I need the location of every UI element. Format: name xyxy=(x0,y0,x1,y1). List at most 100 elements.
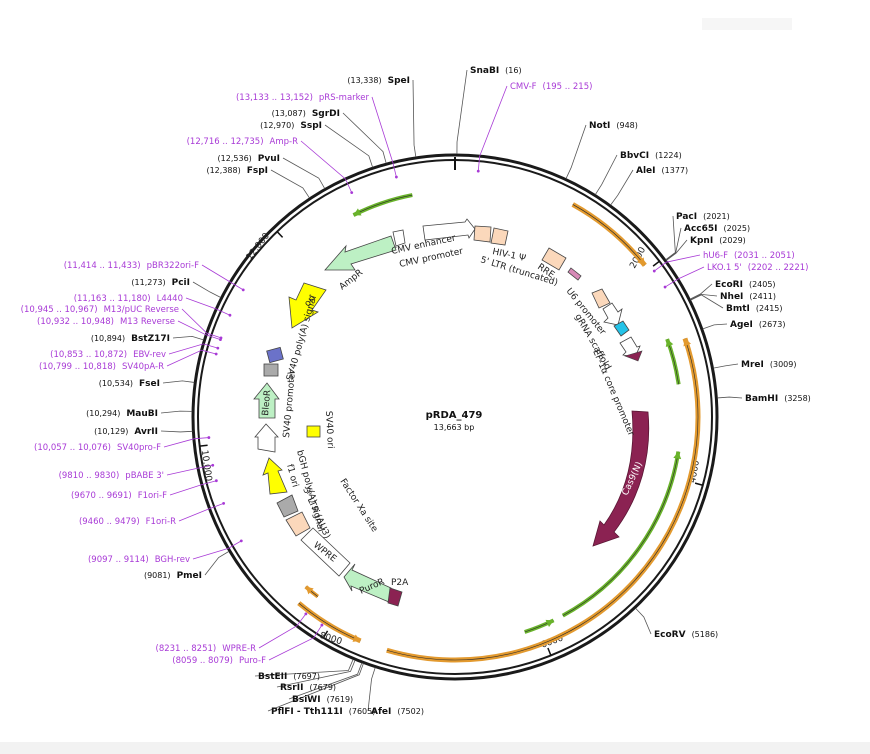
site-label-bbvci: BbvCI(1224) xyxy=(620,151,682,161)
primer-range-amp-r: (12,716 .. 12,735) xyxy=(187,137,264,147)
primer-name-sv40pro-f: SV40pro-F xyxy=(117,443,161,453)
primer-label-f1ori-f: (9670 .. 9691)F1ori-F xyxy=(71,491,167,501)
primer-label-cmv-f: CMV-F (195 .. 215) xyxy=(510,82,592,92)
primer-marker-pbabe-3 xyxy=(211,463,215,467)
site-leader-pmei xyxy=(204,551,230,576)
five-ltr-box-a xyxy=(473,225,492,243)
site-name-bstz17i: BstZ17I xyxy=(131,334,170,344)
primer-range-cmv-f: (195 .. 215) xyxy=(543,82,593,92)
ef1a-purple-mark xyxy=(624,350,643,362)
primer-label-hu6-f: hU6-F(2031 .. 2051) xyxy=(703,251,795,261)
site-label-afei: AfeI(7502) xyxy=(371,707,424,717)
site-pos-sgrdi: (13,087) xyxy=(272,109,306,118)
site-name-spei: SpeI xyxy=(388,76,410,86)
site-name-bbvci: BbvCI xyxy=(620,151,649,161)
primer-leader-amp-r xyxy=(300,140,353,193)
site-pos-pvui: (12,536) xyxy=(218,154,252,163)
sv40-ori-box xyxy=(306,425,321,438)
primer-name-f1ori-f: F1ori-F xyxy=(138,491,167,501)
footer-strip xyxy=(0,742,870,754)
primer-leader-sv40pa-r xyxy=(166,349,217,367)
orange-arc-ltr-top-outline xyxy=(572,204,646,266)
site-pos-bsiwi: (7619) xyxy=(327,695,354,704)
site-label-mrei: MreI(3009) xyxy=(741,360,796,370)
site-leader-sspi xyxy=(324,124,373,168)
tick-label-10000: 10,000 xyxy=(199,449,213,482)
feature-label-bleor: BleoR xyxy=(261,390,273,417)
site-leader-bbvci xyxy=(595,154,618,195)
orange-arc-ltr-top-head xyxy=(637,257,645,266)
primer-label-m13-reverse: (10,932 .. 10,948)M13 Reverse xyxy=(37,317,175,327)
ampr-arrow xyxy=(324,235,397,271)
cppt-mark xyxy=(567,267,582,281)
site-label-fspi: (12,388)FspI xyxy=(206,166,268,176)
tick-mark-2000 xyxy=(652,260,660,267)
site-name-paci: PacI xyxy=(676,212,697,222)
site-pos-snabi: (16) xyxy=(505,66,521,75)
bleor-arrow xyxy=(253,382,280,419)
primer-label-ebv-rev: (10,853 .. 10,872) EBV-rev xyxy=(50,350,166,360)
green-arc-right-upper-head xyxy=(665,339,674,348)
green-arc-top-left xyxy=(352,193,413,217)
primer-label-pbr322ori-f: (11,414 .. 11,433)pBR322ori-F xyxy=(64,261,199,271)
sv40-promoter-arrow xyxy=(254,423,279,453)
site-name-agei: AgeI xyxy=(730,320,753,330)
site-pos-avrii: (10,129) xyxy=(94,427,128,436)
site-label-pvui: (12,536)PvuI xyxy=(218,154,280,164)
site-name-fspi: FspI xyxy=(247,166,268,176)
primer-leader-ebv-rev xyxy=(168,343,218,355)
primer-range-ebv-rev: (10,853 .. 10,872) xyxy=(50,350,127,360)
site-leader-afei xyxy=(367,667,376,712)
primer-leader-bgh-rev xyxy=(192,540,242,560)
green-arc-right-long xyxy=(561,451,681,618)
primer-range-pbr322ori-f: (11,414 .. 11,433) xyxy=(64,261,141,271)
tick-label-12000: 12,000 xyxy=(245,231,272,262)
ef1a-arrow xyxy=(619,336,641,358)
primer-range-l4440: (11,163 .. 11,180) xyxy=(74,294,151,304)
site-label-bamhi: BamHI(3258) xyxy=(745,394,811,404)
primer-leader-l4440 xyxy=(185,297,231,316)
site-pos-noti: (948) xyxy=(616,121,638,130)
primer-label-puro-f: (8059 .. 8079)Puro-F xyxy=(172,656,266,666)
site-label-pflfi-tth111i: PflFI - Tth111I(7605) xyxy=(271,707,375,717)
primer-name-cmv-f: CMV-F xyxy=(510,82,537,92)
primer-range-f1ori-r: (9460 .. 9479) xyxy=(79,517,140,527)
ampr-small-box xyxy=(392,229,406,247)
primer-marker-sv40pa-r xyxy=(214,352,218,356)
feature-arc-layer xyxy=(297,193,701,663)
site-leader-alei xyxy=(610,169,634,206)
site-label-nhei: NheI(2411) xyxy=(720,292,776,302)
five-ltr-box-b xyxy=(490,227,509,246)
site-pos-acc65i: (2025) xyxy=(724,224,751,233)
primer-range-sv40pa-r: (10,799 .. 10,818) xyxy=(39,362,116,372)
site-name-bsteii: BstEII xyxy=(258,672,287,682)
feature-label-p2a: P2A xyxy=(391,578,409,588)
primer-name-ebv-rev: EBV-rev xyxy=(133,350,166,360)
primer-label-m13-puc-reverse: (10,945 .. 10,967)M13/pUC Reverse xyxy=(21,305,179,315)
primer-leader-m13-puc-reverse xyxy=(181,308,222,339)
site-leader-snabi xyxy=(456,69,468,155)
primer-name-bgh-rev: BGH-rev xyxy=(155,555,190,565)
site-name-pmei: PmeI xyxy=(177,571,202,581)
primer-leader-hu6-f xyxy=(654,254,701,272)
plasmid-length: 13,663 bp xyxy=(434,423,475,432)
site-pos-nhei: (2411) xyxy=(749,292,776,301)
site-name-bamhi: BamHI xyxy=(745,394,778,404)
site-name-afei: AfeI xyxy=(371,707,391,717)
site-name-acc65i: Acc65I xyxy=(684,224,718,234)
site-pos-kpni: (2029) xyxy=(719,236,746,245)
tick-mark-4000 xyxy=(694,482,703,486)
cmv-enhancer-arrow xyxy=(422,218,476,241)
primer-name-m13-reverse: M13 Reverse xyxy=(120,317,175,327)
site-pos-paci: (2021) xyxy=(703,212,730,221)
primer-marker-cmv-f xyxy=(476,169,480,173)
site-label-agei: AgeI(2673) xyxy=(730,320,785,330)
primer-range-lko-1-5: (2202 .. 2221) xyxy=(748,263,809,273)
primer-marker-puro-f xyxy=(320,623,324,627)
site-leader-rsrii xyxy=(276,660,356,688)
site-name-ecorv: EcoRV xyxy=(654,630,686,640)
bgh-polya-box xyxy=(276,494,299,518)
primer-label-pbabe-3: (9810 .. 9830)pBABE 3' xyxy=(59,471,164,481)
site-name-rsrii: RsrII xyxy=(280,683,303,693)
primer-range-hu6-f: (2031 .. 2051) xyxy=(734,251,795,261)
